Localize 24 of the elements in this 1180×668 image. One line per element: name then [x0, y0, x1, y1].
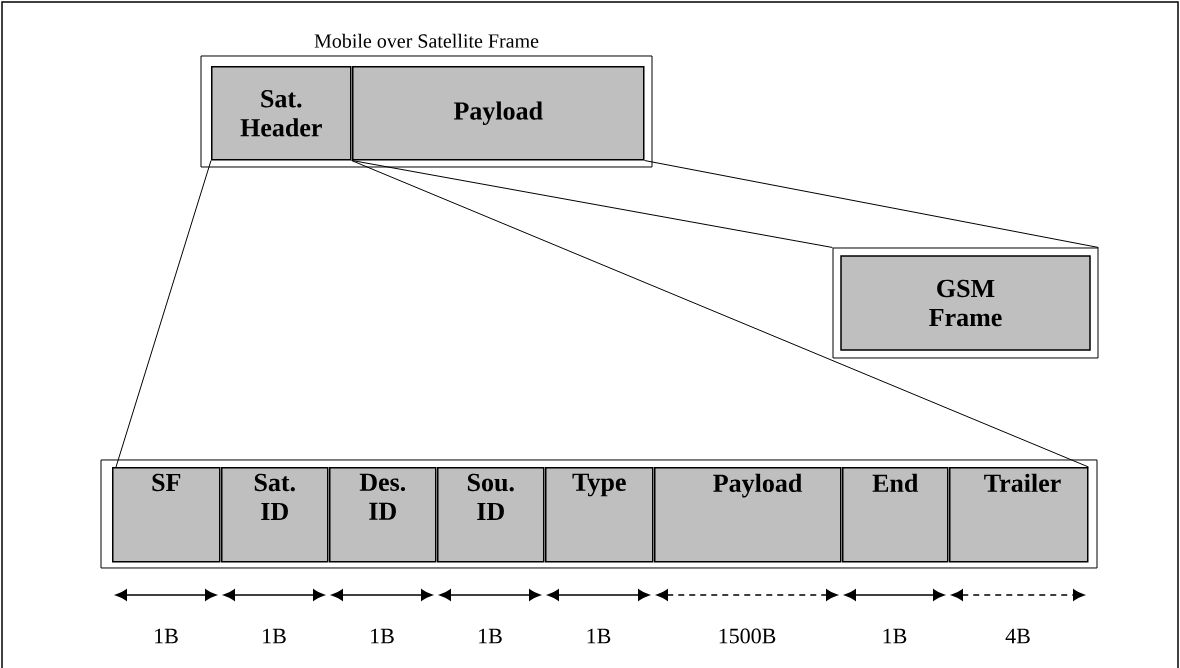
field-box: End	[842, 467, 949, 563]
leader-line	[115, 160, 212, 468]
size-label: 1500B	[719, 628, 776, 644]
field-box: SF	[112, 467, 221, 563]
size-label: 1B	[371, 628, 394, 644]
frame-box	[100, 459, 1098, 569]
size-label: 4B	[1005, 628, 1030, 644]
size-label: 1B	[883, 628, 907, 644]
field-box: Des. ID	[329, 467, 437, 563]
size-label: 1B	[479, 628, 502, 644]
field-box: GSM Frame	[832, 247, 1099, 359]
leader-line	[351, 160, 1089, 468]
field-box: Sat. Header	[211, 66, 352, 161]
leader-line	[351, 160, 833, 248]
size-label: 1B	[155, 628, 178, 644]
size-label: 1B	[587, 628, 611, 644]
field-box: Sat. ID	[221, 467, 329, 563]
leader-line	[644, 160, 1099, 248]
field-box: Payload	[654, 467, 842, 563]
field-box: Type	[545, 467, 654, 563]
field-box: Trailer	[949, 467, 1089, 563]
field-box: Sou. ID	[437, 467, 545, 563]
node-label: Mobile over Satellite Frame	[314, 33, 539, 48]
size-label: 1B	[263, 628, 286, 644]
